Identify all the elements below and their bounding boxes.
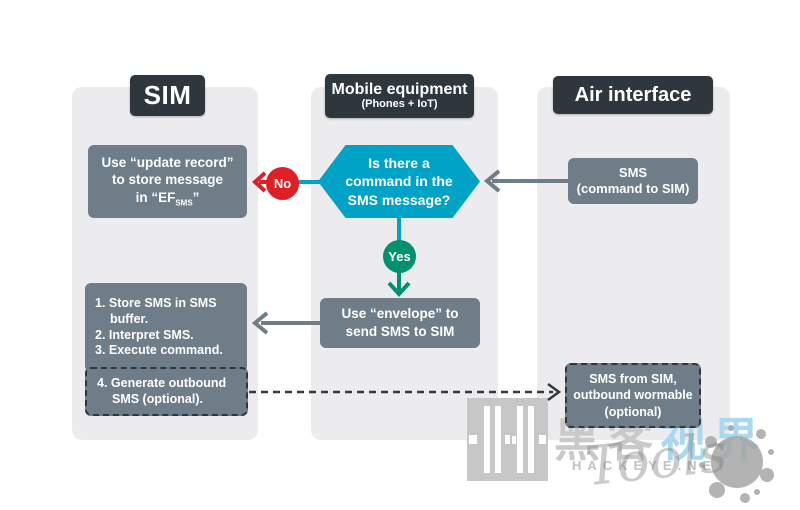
update-record-line3-subscript: SMS: [175, 198, 193, 208]
node-step4-optional: 4. Generate outbound SMS (optional).: [85, 367, 248, 416]
update-record-line3-post: ”: [192, 190, 200, 205]
node-sms-command: SMS (command to SIM): [568, 158, 698, 204]
watermark-logo-icon: [467, 398, 548, 486]
yes-badge: Yes: [383, 240, 416, 273]
header-mobile-title: Mobile equipment: [331, 80, 468, 98]
no-badge: No: [266, 167, 299, 200]
sim-step-3: 3. Execute command.: [95, 343, 223, 358]
node-envelope: Use “envelope” to send SMS to SIM: [320, 298, 480, 348]
header-sim: SIM: [130, 75, 205, 116]
header-mobile-equipment: Mobile equipment (Phones + IoT): [325, 74, 474, 118]
sim-step-4: 4. Generate outbound SMS (optional).: [97, 375, 227, 406]
update-record-line3: in “EFSMS”: [136, 189, 200, 209]
header-air-interface: Air interface: [553, 76, 713, 114]
node-update-record: Use “update record” to store message in …: [88, 145, 247, 218]
node-worm-sms: SMS from SIM, outbound wormable (optiona…: [565, 363, 701, 428]
sim-step-1: 1. Store SMS in SMS buffer.: [95, 296, 217, 326]
header-mobile-subtitle: (Phones + IoT): [361, 97, 438, 110]
watermark-domain-text: HACKEYE.NET: [572, 458, 732, 473]
sim-step-2: 2. Interpret SMS.: [95, 327, 194, 342]
node-sim-steps: 1. Store SMS in SMS buffer. 2. Interpret…: [85, 283, 247, 372]
update-record-line2: to store message: [111, 172, 224, 188]
node-decision-hexagon: Is there a command in the SMS message?: [318, 145, 480, 218]
update-record-line3-pre: in “EF: [135, 190, 176, 205]
watermark-splatter-icon: [697, 420, 777, 510]
update-record-line1: Use “update record”: [101, 154, 234, 170]
